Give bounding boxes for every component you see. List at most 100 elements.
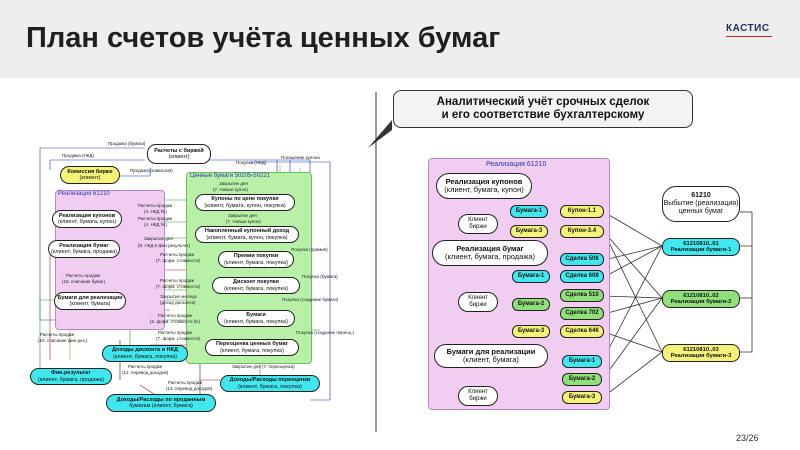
client-exchange-node-3: Клиент биржи	[458, 386, 498, 406]
purchase-discount-node: Дисконт покупки (клиент, бумага, покупка…	[212, 277, 300, 294]
node-subtitle: (клиент, бумага, купон, покупка)	[204, 202, 286, 209]
node-title: Купоны по цене покупки	[211, 196, 279, 203]
edge-label: (13. перевод доходов)	[166, 386, 213, 391]
edge-label: Покупка (создание переоц.)	[296, 330, 355, 335]
edge-label: Расчеты продаж	[138, 203, 173, 208]
accrued-coupon-income-node: Накопленный купонный доход (клиент, бума…	[195, 226, 299, 243]
fin-result-node: Фин.результат (клиент, бумага, продажа)	[30, 368, 112, 385]
account-node-1: 61210810..01 Реализация бумаги-1	[662, 238, 740, 256]
node-subtitle: (клиент, бумага, покупка)	[220, 347, 284, 354]
paper-node: Бумага-1	[510, 205, 548, 218]
edge-label: (18. списание бумаг)	[62, 279, 106, 284]
node-subtitle: (клиент, бумага)	[69, 301, 111, 307]
node-title: Комиссия бирже	[67, 168, 113, 175]
edge-label: Расчеты продаж	[158, 330, 193, 335]
node-title: Бумаги для реализации	[446, 346, 536, 356]
account-name: Реализация бумаги-2	[670, 299, 732, 305]
node-subtitle: (клиент, бумага, купон)	[444, 185, 524, 194]
node-title: Реализация купонов	[445, 176, 523, 186]
deal-node: Сделка 702	[560, 307, 604, 320]
paper-node: Бумага-1	[512, 270, 550, 283]
node-title: Накопленный купонный доход	[204, 228, 290, 235]
brand-underline	[726, 36, 772, 37]
paper-realization-node-left: Реализация бумаг (клиент, бумага, продаж…	[48, 240, 120, 258]
node-subtitle: (клиент, бумага, продажа)	[50, 249, 117, 255]
account-code: 61210810..03	[683, 346, 719, 353]
edge-label: Расчеты продаж	[158, 313, 193, 318]
node-line3: ценных бумаг	[678, 207, 724, 215]
edge-label: Покупка (бумага)	[302, 274, 338, 279]
node-title: Реализация купонов	[58, 212, 116, 219]
exchange-settlements-node: Расчеты с биржей (клиент)	[147, 144, 211, 164]
node-title: Доходы/Расходы по проданным	[116, 396, 206, 403]
securities-region-label: Ценные бумаги 50205-50221	[190, 173, 270, 179]
node-subtitle: (клиент, бумага, покупка)	[224, 285, 288, 292]
node-line2: биржи	[469, 302, 487, 308]
edge-label: (7. форм. стоимости)	[156, 284, 201, 289]
coupon-node: Купон-1.1	[560, 205, 604, 218]
account-code: 61210810..02	[683, 292, 719, 299]
page-number: 23/26	[736, 433, 759, 443]
paper-node: Бумага-3	[510, 225, 548, 238]
header-bar	[0, 0, 800, 78]
node-line1: 61210	[691, 192, 711, 200]
node-line2: Выбытие (реализация)	[663, 200, 739, 208]
node-subtitle: (клиент, бумага, покупка)	[224, 259, 288, 266]
coupon-realization-node: Реализация купонов (клиент, бумага, купо…	[436, 173, 532, 199]
edge-label: Расчеты продаж	[128, 364, 163, 369]
node-line2: биржи	[469, 396, 487, 402]
callout-line1: Аналитический учёт срочных сделок	[436, 96, 650, 109]
edge-label: (8. НКД в фин.результат)	[138, 243, 190, 248]
edge-label: Расчеты продаж	[160, 278, 195, 283]
account-name: Реализация бумаги-1	[670, 247, 732, 253]
papers-for-realization-node-left: Бумаги для реализации (клиент, бумага)	[54, 292, 126, 310]
node-line2: биржи	[469, 224, 487, 230]
deal-node: Сделка 506	[560, 253, 604, 266]
coupons-purchase-price-node: Купоны по цене покупки (клиент, бумага, …	[195, 194, 295, 211]
paper-node: Бумага-2	[562, 373, 602, 386]
node-title: Бумаги для реализации	[57, 294, 123, 301]
paper-realization-node: Реализация бумаг (клиент, бумага, продаж…	[432, 240, 548, 266]
discount-nkd-income-node: Доходы дисконта и НКД (клиент, бумага, п…	[102, 345, 188, 362]
deal-node: Сделка 510	[560, 289, 604, 302]
node-subtitle: (клиент, бумага, купон)	[57, 219, 117, 225]
node-subtitle: (клиент, бумага)	[463, 355, 519, 364]
exchange-commission-node: Комиссия бирже (клиент)	[60, 166, 120, 184]
node-subtitle: (клиент, бумага, продажа)	[37, 376, 104, 383]
paper-node: Бумага-3	[512, 325, 550, 338]
node-line1: Клиент	[468, 295, 488, 302]
node-title: Реализация бумаг	[456, 243, 524, 253]
realization-region-label-right: Реализация 61210	[486, 161, 547, 168]
revaluation-node: Переоценка ценных бумаг (клиент, бумага,…	[205, 339, 299, 356]
realization-region-label: Реализация 61210	[58, 191, 110, 197]
purchase-premiums-node: Премии покупки (клиент, бумага, покупка)	[218, 251, 294, 268]
edge-label: (7. форм. стоимости)	[156, 336, 201, 341]
edge-label: Продажа (НКД)	[62, 153, 94, 158]
edge-label: (7. Новые купон)	[213, 187, 248, 192]
callout-box: Аналитический учёт срочных сделок и его …	[393, 90, 693, 128]
client-exchange-node-1: Клиент биржи	[458, 214, 498, 234]
callout-line2: и его соответствие бухгалтерскому	[441, 109, 645, 121]
node-subtitle: бумагам (клиент, бумага)	[129, 403, 193, 409]
coupon-node: Купон-3.4	[560, 225, 604, 238]
node-title: Дисконт покупки	[233, 279, 279, 286]
sold-papers-income-node: Доходы/Расходы по проданным бумагам (кли…	[106, 394, 216, 412]
edge-label: Расчеты продаж	[168, 380, 203, 385]
node-subtitle: (клиент, бумага, покупка)	[224, 318, 288, 325]
node-subtitle: (клиент)	[79, 175, 101, 181]
node-subtitle: (клиент, бумага, продажа)	[444, 252, 536, 261]
client-exchange-node-2: Клиент биржи	[458, 292, 498, 312]
node-subtitle: (клиент, бумага, купон, покупка)	[206, 234, 288, 241]
page-title: План счетов учёта ценных бумаг	[26, 22, 501, 54]
edge-label: (10. списание фин.рез.)	[38, 338, 88, 343]
papers-for-realization-node: Бумаги для реализации (клиент, бумага)	[434, 344, 548, 368]
edge-label: Закрытие дня	[219, 181, 248, 186]
node-subtitle: (клиент, бумага, покупка)	[238, 383, 302, 390]
edge-label: Покупка (премия)	[291, 247, 328, 252]
edge-label: Расчеты продаж	[66, 273, 101, 278]
node-title: Расчеты с биржей	[154, 147, 204, 154]
edge-label: Покупка (НКД)	[236, 160, 267, 165]
edge-label: Продажа (бумага)	[108, 141, 146, 146]
node-title: Премии покупки	[233, 253, 279, 260]
realization-region-right	[428, 158, 610, 410]
